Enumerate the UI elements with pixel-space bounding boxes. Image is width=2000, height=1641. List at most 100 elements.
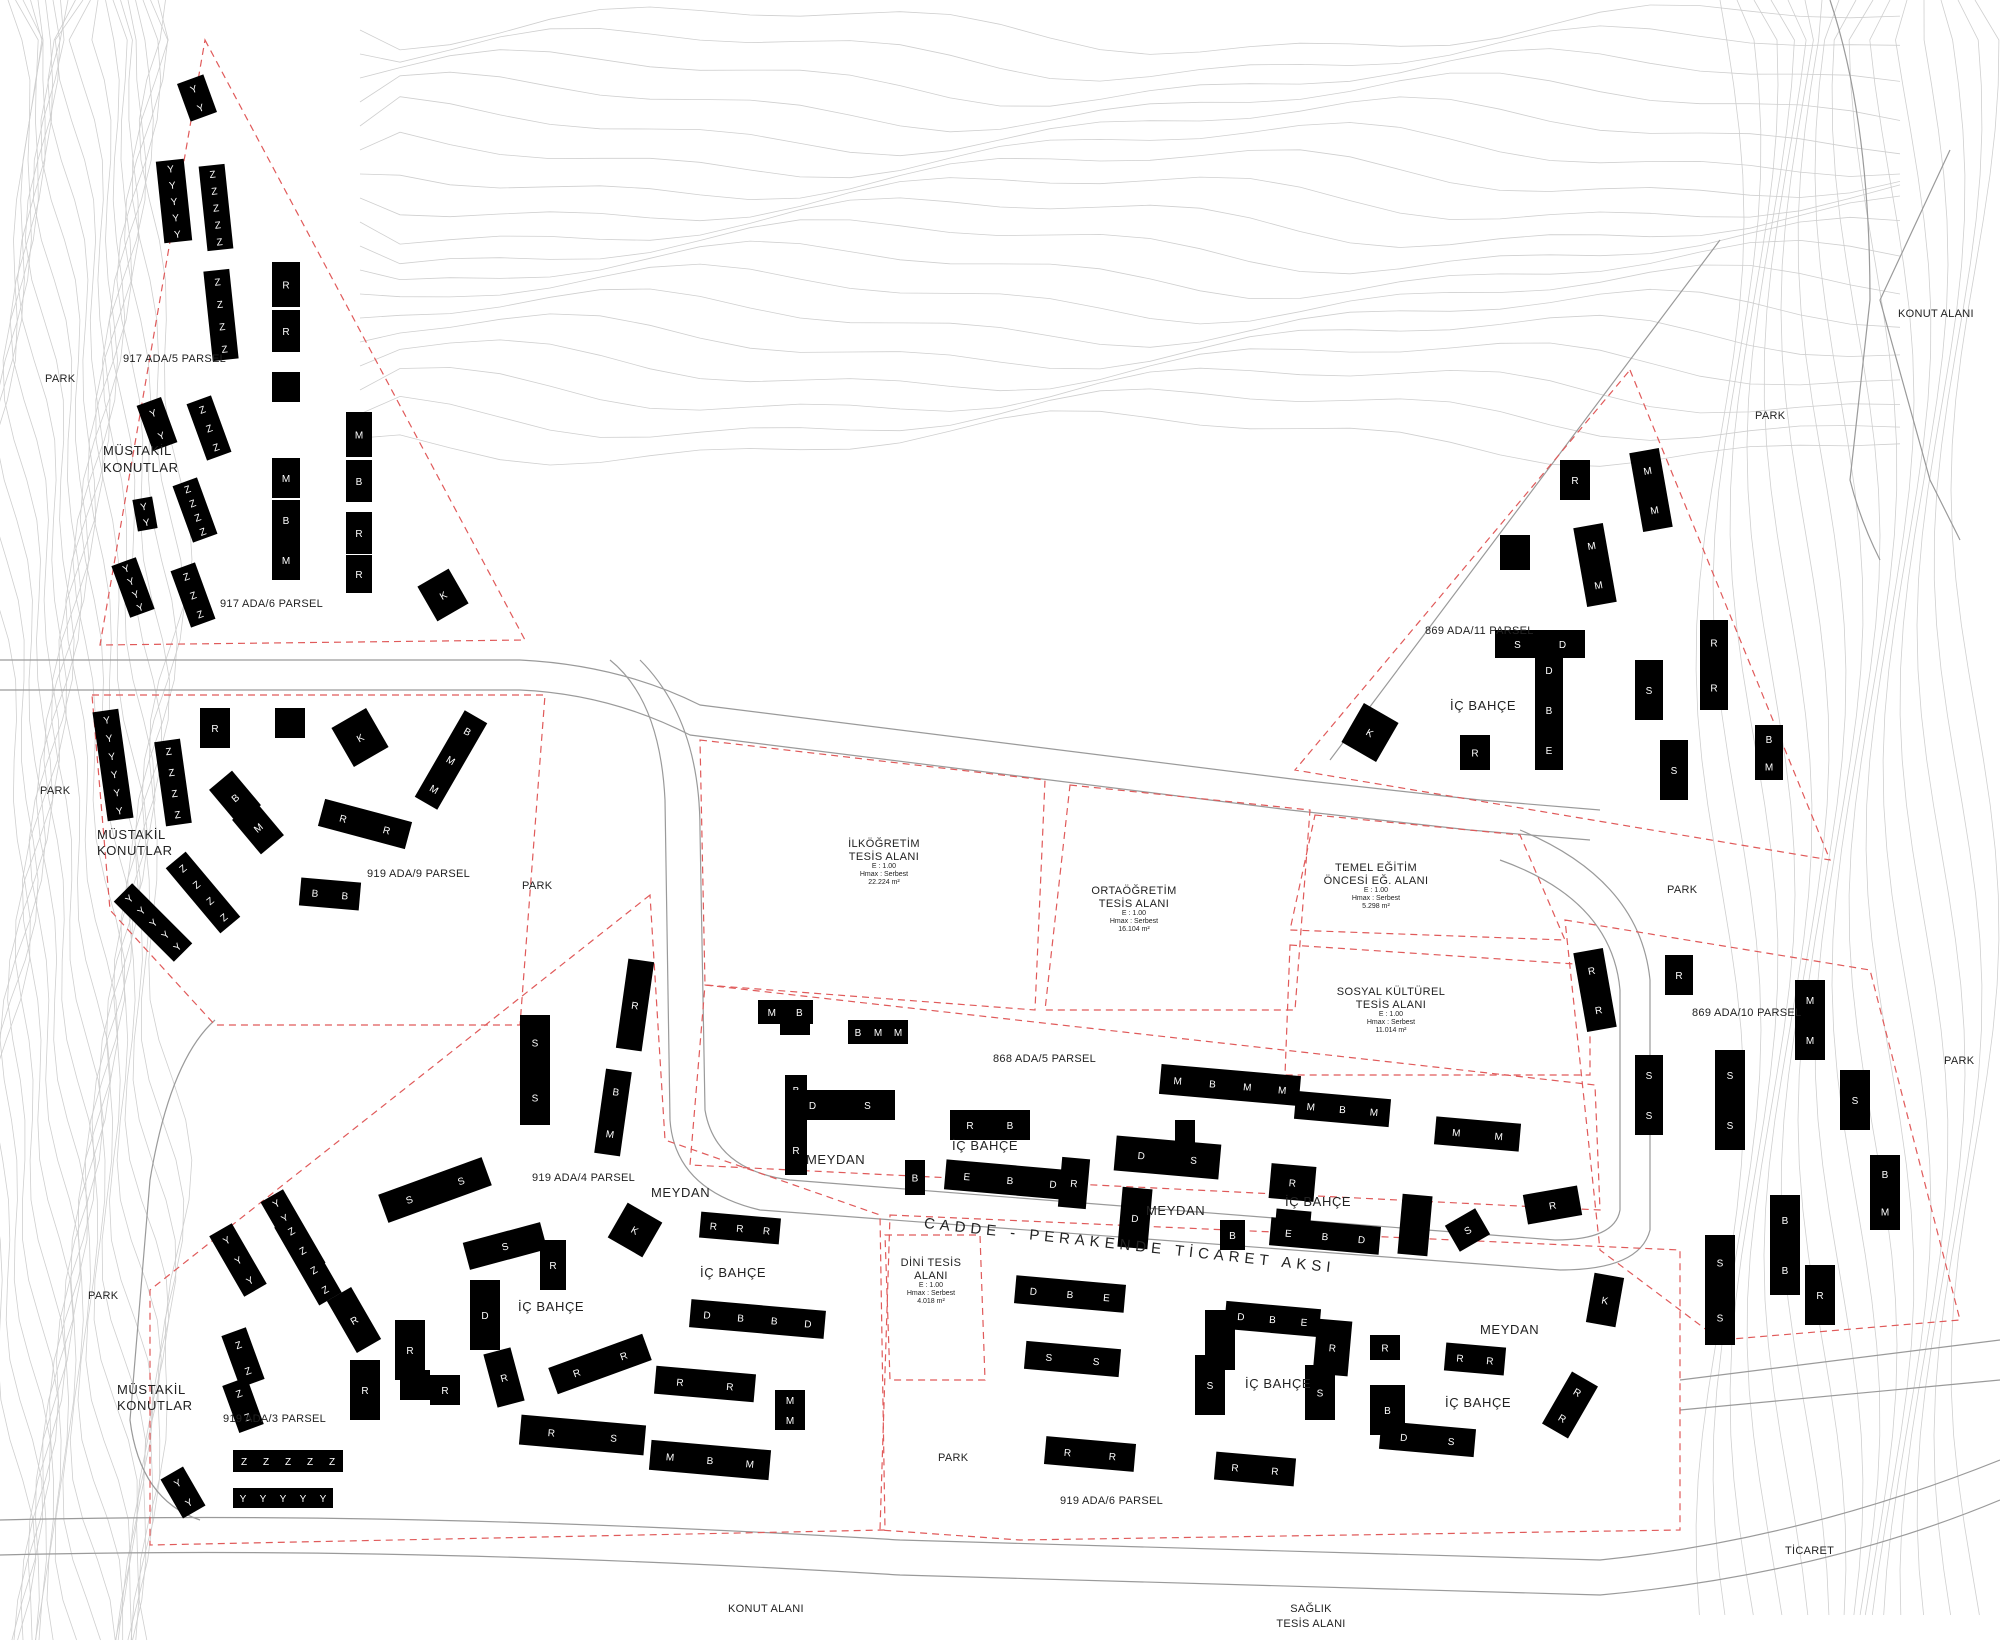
building-type-letter: Y <box>103 715 111 727</box>
building-type-letter: D <box>703 1310 711 1322</box>
contour-line <box>109 0 163 1641</box>
building-footprint <box>1535 650 1563 770</box>
building-type-letter: R <box>1108 1452 1116 1464</box>
building-footprint <box>233 1450 343 1472</box>
park-label-east: PARK <box>1944 1055 1975 1067</box>
building-type-letter: R <box>211 724 218 735</box>
ortaogretim-facility-label: ORTAÖĞRETİM TESİS ALANI E : 1.00 Hmax : … <box>1091 885 1176 934</box>
contour-line <box>359 149 1901 201</box>
building-type-letter: Y <box>271 1198 283 1211</box>
ic-bahce-label-2: İÇ BAHÇE <box>952 1138 1019 1153</box>
building-type-letter: M <box>1306 1102 1315 1114</box>
building-type-letter: M <box>1173 1076 1182 1088</box>
building-type-letter: B <box>612 1087 620 1099</box>
contour-line <box>1865 0 1915 1616</box>
contour-line <box>17 0 74 1641</box>
building-type-letter: R <box>338 813 348 825</box>
building-block: BM <box>594 1068 632 1157</box>
building-type-letter: R <box>762 1226 770 1238</box>
building-footprint <box>1542 1371 1598 1439</box>
building-type-letter: R <box>1063 1448 1071 1460</box>
facility-area-value: 11.014 m² <box>1375 1027 1407 1035</box>
building-footprint <box>520 1015 550 1125</box>
building-type-letter: Y <box>116 806 124 818</box>
building-type-letter: K <box>355 732 367 745</box>
building-footprint <box>1705 1235 1735 1345</box>
building-type-letter: K <box>1364 727 1376 740</box>
mustakil-label-a-1: MÜSTAKİL <box>103 443 172 458</box>
building-type-letter: K <box>629 1225 641 1238</box>
building-type-letter: D <box>1137 1151 1145 1163</box>
building-type-letter: S <box>1852 1096 1859 1107</box>
ic-bahce-label-6: İÇ BAHÇE <box>1245 1376 1312 1391</box>
building-type-letter: Z <box>205 423 215 435</box>
building-block: YYY <box>209 1223 267 1297</box>
building-type-letter: S <box>1727 1071 1734 1082</box>
building-footprint <box>1023 1340 1122 1378</box>
building-type-letter: D <box>481 1311 488 1322</box>
facility-area-value: 4.018 m² <box>917 1298 945 1306</box>
contour-line <box>47 0 104 1641</box>
building-type-letter: Z <box>287 1226 298 1239</box>
building-type-letter: D <box>1559 640 1566 651</box>
building-block <box>1175 1120 1195 1150</box>
building-type-letter: Y <box>110 770 118 782</box>
mustakil-label-b-2: KONUTLAR <box>97 843 173 858</box>
facility-name-line-1: DİNİ TESİS <box>900 1257 962 1269</box>
parcel-label-869-11: 869 ADA/11 PARSEL <box>1425 625 1534 637</box>
contour-line <box>116 0 170 1641</box>
building-footprint <box>1013 1275 1127 1313</box>
building-type-letter: Y <box>105 733 113 745</box>
facility-name-line-1: TEMEL EĞİTİM <box>1334 862 1418 874</box>
building-type-letter: S <box>1646 686 1653 697</box>
building-type-letter: B <box>1782 1216 1789 1227</box>
building-block: S <box>1660 740 1688 800</box>
building-footprint <box>1443 1342 1507 1376</box>
building-type-letter: R <box>355 529 362 540</box>
building-type-letter: R <box>1571 1387 1583 1400</box>
parcel-label-919-3: 919 ADA/3 PARSEL <box>223 1413 327 1425</box>
building-footprint <box>689 1299 826 1339</box>
building-block: R <box>1560 460 1590 500</box>
parcel-boundaries <box>91 38 1961 1546</box>
building-type-letter: Y <box>320 1494 327 1505</box>
building-type-letter: R <box>547 1428 555 1440</box>
building-footprint <box>594 1068 632 1157</box>
facility-e-value: E : 1.00 <box>871 863 897 871</box>
building-footprint <box>1213 1451 1297 1487</box>
building-block: K <box>331 708 389 767</box>
building-block: S <box>1635 660 1663 720</box>
building-type-letter: R <box>1471 749 1478 760</box>
building-footprint <box>272 372 300 402</box>
meydan-label-1: MEYDAN <box>651 1185 711 1200</box>
building-footprint <box>1433 1116 1522 1152</box>
building-footprint <box>331 708 389 767</box>
building-footprint <box>221 1327 265 1388</box>
building-type-letter: Z <box>320 1284 331 1297</box>
contour-line <box>1916 0 1966 1616</box>
building-type-letter: Y <box>136 602 146 615</box>
contour-line <box>95 0 149 1641</box>
building-footprint <box>1870 1155 1900 1230</box>
building-block: ZZZ <box>186 395 232 461</box>
building-type-letter: M <box>1881 1207 1889 1218</box>
building-type-letter: S <box>1646 1111 1653 1122</box>
building-footprint <box>1840 1070 1870 1130</box>
building-footprint <box>430 1375 460 1405</box>
building-type-letter: E <box>963 1172 971 1184</box>
building-footprint <box>209 1223 267 1297</box>
building-block: R <box>483 1347 525 1408</box>
building-type-letter: B <box>283 516 290 527</box>
facility-e-value: E : 1.00 <box>1121 910 1147 918</box>
contour-line <box>359 176 1901 222</box>
building-footprint <box>1585 1272 1625 1328</box>
building-block: S <box>1444 1208 1491 1252</box>
building-type-letter: B <box>1006 1176 1014 1188</box>
building-block: S <box>462 1222 548 1270</box>
contour-line <box>1797 0 1847 1616</box>
building-footprint <box>607 1202 663 1258</box>
